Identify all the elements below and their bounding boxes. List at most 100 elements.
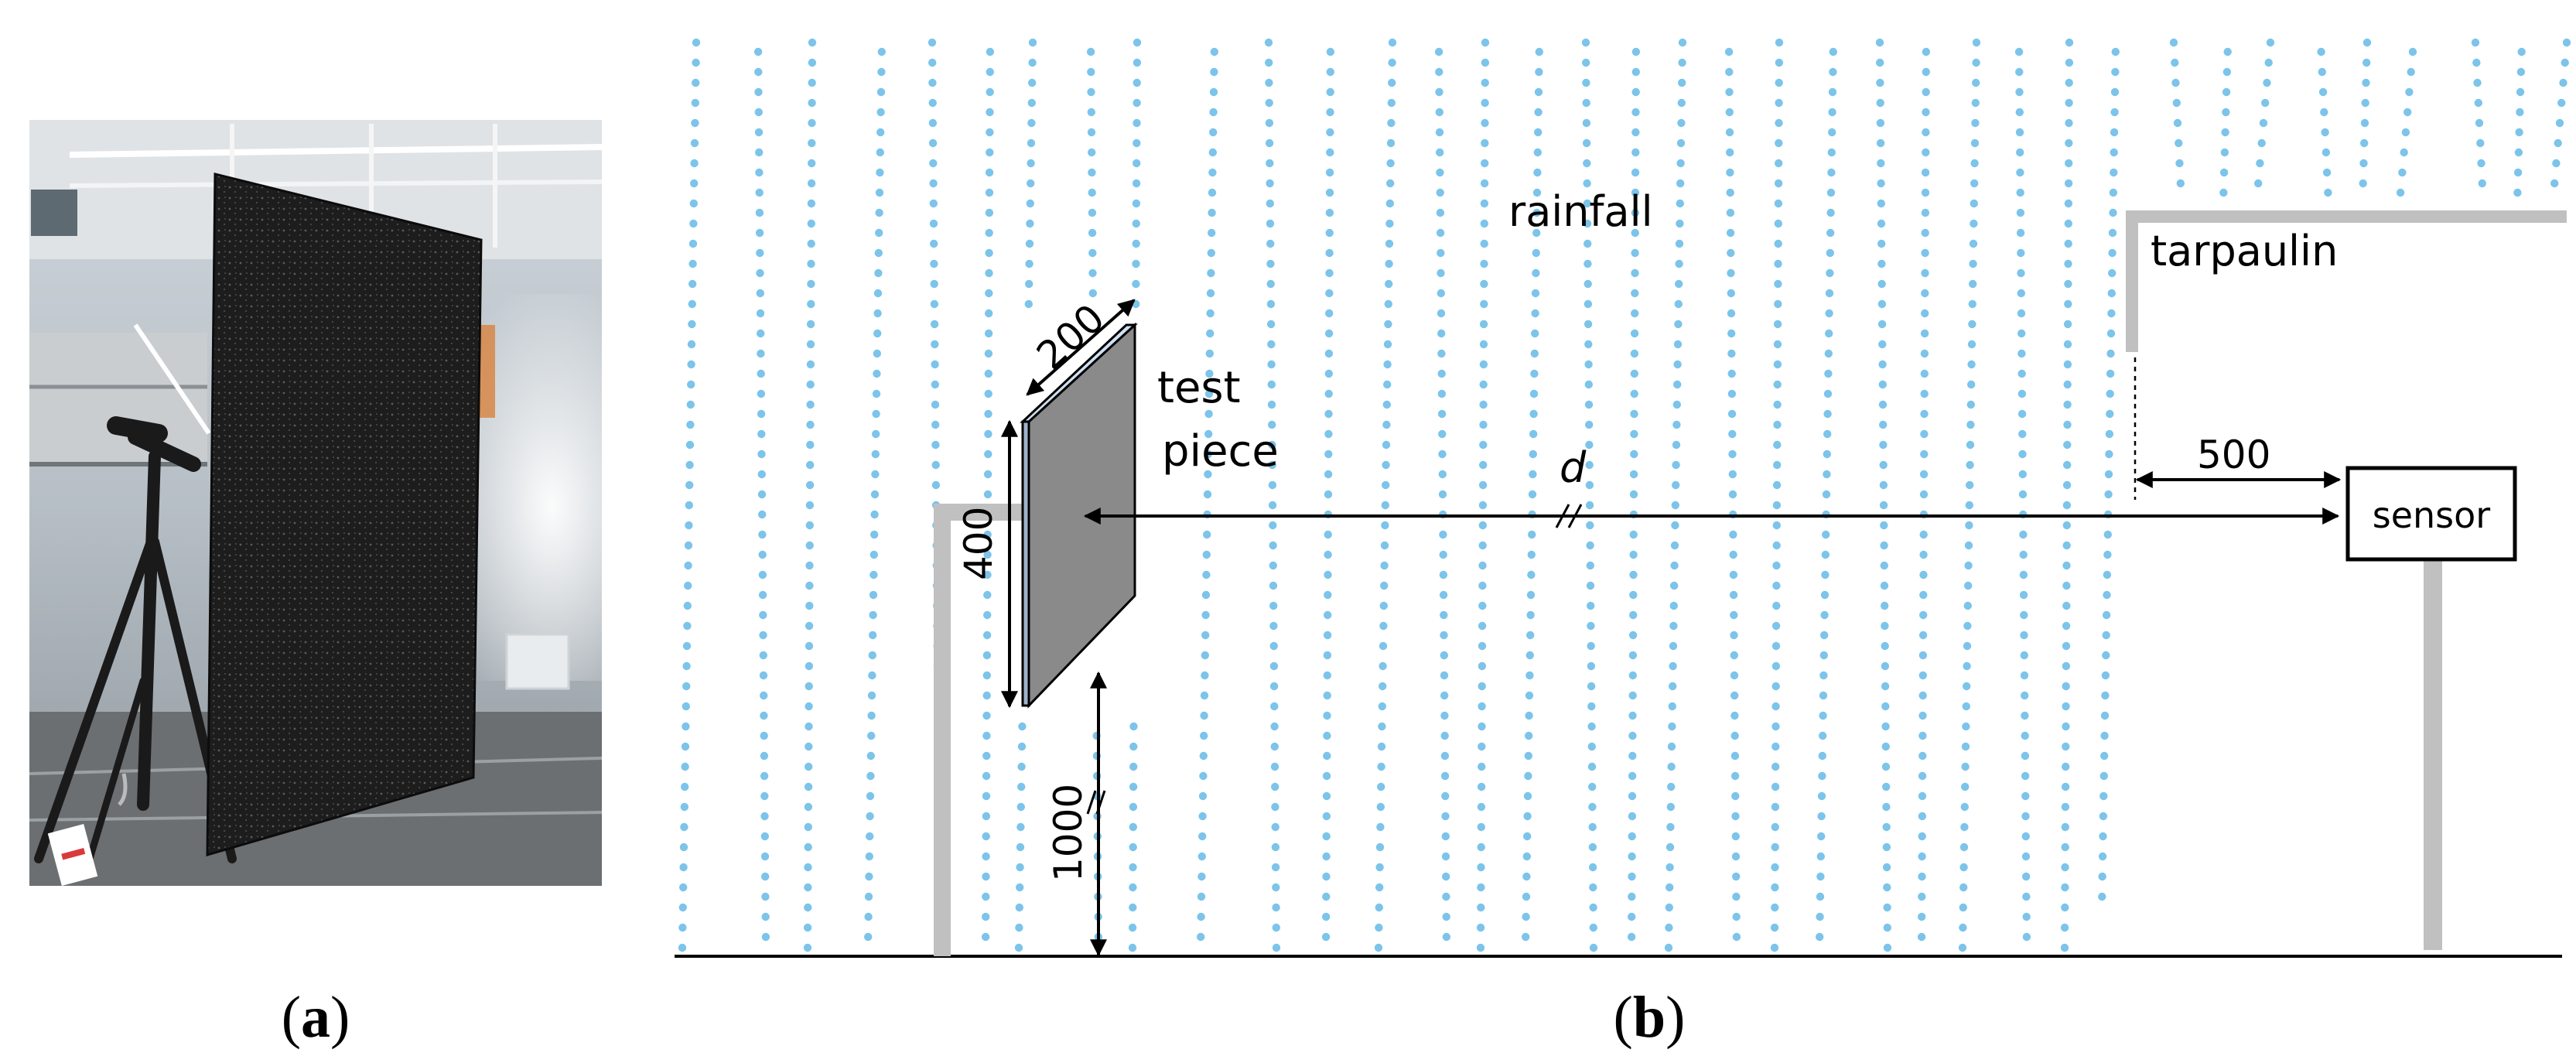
rain-drop xyxy=(1267,340,1276,349)
rain-drop xyxy=(1828,108,1836,117)
rain-drop xyxy=(1206,289,1215,298)
rain-drop xyxy=(1384,320,1392,329)
rain-drop xyxy=(1205,349,1215,358)
rain-drop xyxy=(1478,621,1487,631)
rain-drop xyxy=(1675,259,1683,268)
rain-drop xyxy=(1969,279,1977,289)
rain-drop xyxy=(982,852,990,861)
rain-drop xyxy=(1478,742,1486,751)
rain-drop xyxy=(1205,369,1214,378)
rain-drop xyxy=(1197,912,1205,921)
rain-drop xyxy=(1877,219,1886,228)
rain-drop xyxy=(1773,440,1782,449)
rain-drop xyxy=(1586,581,1595,590)
rain-drop xyxy=(1534,87,1543,97)
rain-drop xyxy=(1436,208,1445,217)
rain-drop xyxy=(1880,521,1888,530)
rain-drop xyxy=(1439,550,1447,559)
rain-drop xyxy=(806,440,815,449)
rain-drop xyxy=(2062,621,2071,631)
rain-drop xyxy=(2065,118,2073,128)
rain-drop xyxy=(2061,843,2069,852)
rain-drop xyxy=(1922,128,1930,137)
rain-drop xyxy=(1589,923,1597,932)
rain-drop xyxy=(2062,682,2070,691)
rain-drop xyxy=(805,742,813,751)
rain-drop xyxy=(875,208,883,217)
rain-drop xyxy=(1525,651,1535,660)
rain-drop xyxy=(2111,67,2120,77)
rain-drop xyxy=(1826,188,1836,197)
rain-drop xyxy=(928,38,937,47)
rain-drop xyxy=(871,449,880,459)
rain-drop xyxy=(1265,118,1274,128)
rain-drop xyxy=(2060,943,2069,952)
rain-drop xyxy=(760,791,769,801)
rain-drop xyxy=(1730,610,1738,620)
rain-drop xyxy=(756,268,764,278)
rain-drop xyxy=(1265,98,1273,108)
rain-drop xyxy=(1959,903,1967,912)
rain-drop xyxy=(806,320,815,329)
rain-drop xyxy=(2019,590,2028,600)
rain-drop xyxy=(2021,691,2029,700)
rain-drop xyxy=(804,802,813,812)
rain-drop xyxy=(986,128,994,137)
rain-drop xyxy=(864,892,873,901)
rain-drop xyxy=(1377,762,1385,771)
rain-drop xyxy=(680,822,688,832)
rain-drop xyxy=(1774,299,1782,309)
rain-drop xyxy=(983,570,992,579)
rain-drop xyxy=(1326,67,1335,77)
rain-drop xyxy=(984,389,992,398)
rain-drop xyxy=(688,259,697,268)
rain-drop xyxy=(985,248,993,258)
rain-drop xyxy=(1478,581,1487,590)
rain-drop xyxy=(2019,570,2028,579)
rain-drop xyxy=(1584,279,1592,289)
rain-drop xyxy=(757,490,767,499)
rain-drop xyxy=(2020,610,2028,620)
rain-drop xyxy=(2065,38,2074,47)
rain-drop xyxy=(1822,490,1831,499)
rain-drop xyxy=(1479,400,1488,409)
rain-drop xyxy=(2064,199,2073,208)
rain-drop xyxy=(1921,168,1930,177)
rain-drop xyxy=(1381,501,1390,510)
rain-drop xyxy=(1883,903,1891,912)
rain-drop xyxy=(2062,501,2072,510)
rain-drop xyxy=(1727,289,1735,298)
rain-drop xyxy=(808,58,817,67)
rain-drop xyxy=(1877,320,1887,329)
rain-drop xyxy=(1210,47,1219,56)
rain-drop xyxy=(2022,892,2031,901)
rain-drop xyxy=(1921,208,1930,217)
rain-drop xyxy=(2514,148,2523,157)
rain-drop xyxy=(1323,631,1332,640)
rain-drop xyxy=(2061,883,2069,892)
rain-drop xyxy=(759,631,767,640)
rain-drop xyxy=(1822,530,1830,539)
rain-drop xyxy=(1088,248,1097,258)
rain-drop xyxy=(807,279,815,289)
rain-drop xyxy=(869,570,878,579)
rain-drop xyxy=(2557,98,2566,108)
rain-drop xyxy=(2062,742,2070,751)
rain-drop xyxy=(803,923,812,932)
rain-drop xyxy=(760,832,769,841)
rain-drop xyxy=(982,651,992,660)
rain-drop xyxy=(985,208,994,217)
rain-drop xyxy=(1524,771,1532,781)
rain-drop xyxy=(1877,299,1887,309)
rain-drop xyxy=(761,872,770,881)
rain-drop xyxy=(1628,912,1636,921)
rain-drop xyxy=(1272,903,1280,912)
dimension-ground-gap-value: 1000 xyxy=(1046,784,1091,882)
rain-drop xyxy=(1725,128,1734,137)
rain-drop xyxy=(1818,771,1826,781)
rain-drop xyxy=(2473,78,2482,87)
rain-drop xyxy=(2106,369,2115,378)
rain-drop xyxy=(687,340,696,349)
rain-drop xyxy=(1386,159,1395,168)
